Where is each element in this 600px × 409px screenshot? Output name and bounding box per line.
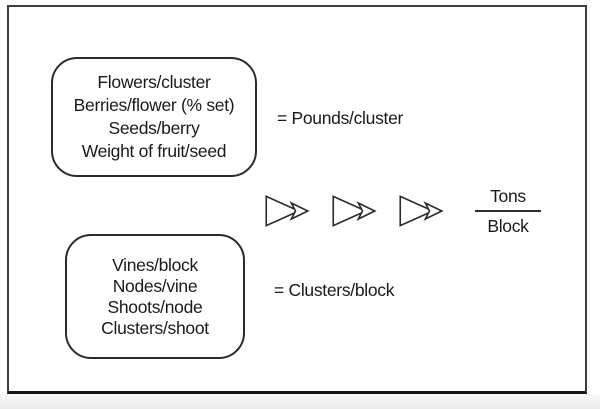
triangle-right-arrow-icon <box>399 195 444 227</box>
box-line: Nodes/vine <box>112 275 198 296</box>
box-line: Shoots/node <box>107 296 203 317</box>
box-line: Vines/block <box>112 254 198 275</box>
cluster-components-box: Flowers/cluster Berries/flower (% set) S… <box>51 57 257 177</box>
flow-arrows <box>264 194 445 228</box>
fraction-numerator: Tons <box>490 186 526 206</box>
fraction-denominator: Block <box>487 216 529 236</box>
page-background-strip <box>0 394 600 409</box>
box-line: Weight of fruit/seed <box>81 141 227 161</box>
box-line: Clusters/shoot <box>101 317 209 338</box>
triangle-right-arrow-icon <box>332 195 377 227</box>
clusters-per-block-label: = Clusters/block <box>274 280 395 300</box>
box-line: Berries/flower (% set) <box>73 95 235 115</box>
box-line: Seeds/berry <box>108 118 200 138</box>
box-line: Flowers/cluster <box>97 72 211 92</box>
tons-per-block-fraction: Tons Block <box>475 185 541 237</box>
triangle-right-arrow-icon <box>265 195 310 227</box>
block-components-box: Vines/block Nodes/vine Shoots/node Clust… <box>65 234 245 359</box>
diagram-frame: Flowers/cluster Berries/flower (% set) S… <box>7 5 587 394</box>
pounds-per-cluster-label: = Pounds/cluster <box>277 108 404 128</box>
fraction-divider-line <box>475 210 541 212</box>
